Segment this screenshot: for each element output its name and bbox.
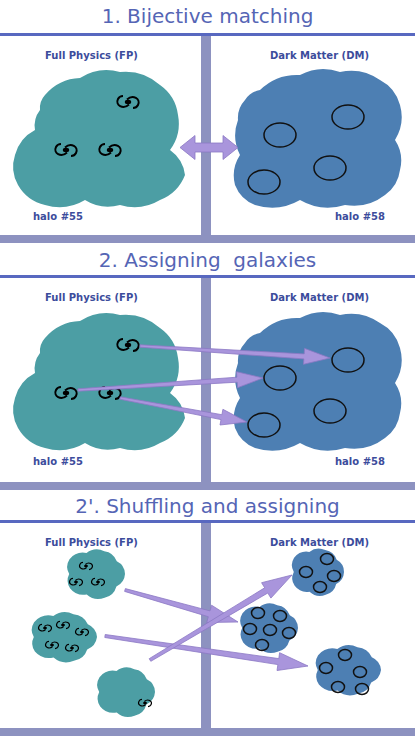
panel-heading: 1. Bijective matching — [0, 0, 415, 33]
halo-cloud — [67, 549, 125, 599]
half-panel: Full Physics (FP) — [0, 523, 201, 728]
assign-arrow — [120, 397, 247, 425]
halo-blob: halo #58 — [238, 312, 405, 470]
galaxy-symbol — [76, 628, 89, 635]
halo-cloud — [234, 312, 402, 451]
subhalo-ellipse — [264, 625, 277, 636]
subhalo-ellipse — [332, 105, 364, 129]
shuffle-arrow — [125, 589, 238, 623]
galaxy-symbol — [55, 387, 76, 399]
column-heading: Full Physics (FP) — [45, 292, 138, 304]
galaxy-symbol — [57, 621, 70, 628]
halo-cloud — [13, 313, 185, 450]
halo-label: halo #58 — [335, 211, 385, 223]
column-heading: Dark Matter (DM) — [270, 537, 369, 549]
matching-arrow — [180, 136, 238, 160]
galaxy-symbol — [99, 144, 120, 156]
half-panel: Dark Matter (DM) — [211, 523, 415, 728]
galaxy-symbol — [139, 699, 152, 706]
column-heading: Full Physics (FP) — [45, 50, 138, 62]
galaxy-symbol — [117, 96, 138, 108]
halo-cloud — [32, 612, 97, 662]
halo-label: halo #55 — [33, 456, 83, 468]
halo-cloud — [97, 667, 155, 717]
subhalo-ellipse — [274, 611, 287, 622]
halo-shape — [10, 312, 180, 470]
panel-heading: 2. Assigning galaxies — [0, 245, 415, 275]
halo-label: halo #58 — [335, 456, 385, 468]
shuffle-arrow — [105, 635, 308, 671]
panel-heading: 2'. Shuffling and assigning — [0, 492, 415, 520]
subhalo-ellipse — [356, 684, 369, 695]
galaxy-symbol — [55, 144, 76, 156]
half-panel: Dark Matter (DM) halo #58 — [211, 278, 415, 482]
subhalo-ellipse — [332, 348, 364, 372]
subhalo-ellipse — [354, 667, 367, 678]
halo-cloud — [234, 69, 402, 208]
half-panel: Dark Matter (DM) halo #58 — [211, 36, 415, 235]
halo-blob: halo #55 — [10, 312, 180, 470]
galaxy-symbol — [92, 578, 105, 585]
column-heading: Dark Matter (DM) — [270, 292, 369, 304]
galaxy-symbol — [117, 339, 138, 351]
panel-band: 1. Bijective matchingFull Physics (FP) ha… — [0, 0, 415, 243]
subhalo-ellipse — [244, 624, 257, 635]
subhalo-ellipse — [314, 399, 346, 423]
half-panel: Full Physics (FP) halo #55 — [0, 278, 201, 482]
panel-band: 2. Assigning galaxiesFull Physics (FP) ha… — [0, 245, 415, 490]
half-panel: Full Physics (FP) halo #55 — [0, 36, 201, 235]
halo-shape — [10, 70, 180, 225]
subhalo-ellipse — [256, 640, 269, 651]
subhalo-ellipse — [321, 554, 334, 565]
galaxy-symbol — [46, 641, 59, 648]
galaxy-symbol — [70, 578, 83, 585]
galaxy-symbol — [80, 562, 93, 569]
column-heading: Full Physics (FP) — [45, 537, 138, 549]
subhalo-ellipse — [252, 608, 265, 619]
subhalo-ellipse — [320, 663, 333, 674]
subhalo-ellipse — [328, 571, 341, 582]
subhalo-ellipse — [264, 123, 296, 147]
halo-blob: halo #58 — [238, 70, 405, 225]
assign-arrow — [78, 372, 263, 392]
subhalo-ellipse — [314, 156, 346, 180]
halo-cloud — [316, 645, 381, 695]
halo-cloud — [240, 603, 298, 653]
halo-cloud — [13, 70, 185, 207]
galaxy-symbol — [66, 644, 79, 651]
assign-arrow — [140, 345, 330, 365]
subhalo-ellipse — [332, 682, 345, 693]
shuffle-arrow — [149, 575, 292, 661]
halo-cloud — [292, 549, 344, 596]
halo-shape — [238, 70, 405, 225]
subhalo-ellipse — [248, 170, 280, 194]
halo-blob: halo #55 — [10, 70, 180, 225]
halo-label: halo #55 — [33, 211, 83, 223]
galaxy-symbol — [99, 387, 120, 399]
subhalo-ellipse — [300, 567, 313, 578]
subhalo-ellipse — [314, 582, 327, 593]
column-heading: Dark Matter (DM) — [270, 50, 369, 62]
subhalo-ellipse — [283, 628, 296, 639]
panel-band: 2'. Shuffling and assigningFull Physics … — [0, 492, 415, 736]
subhalo-ellipse — [264, 366, 296, 390]
subhalo-ellipse — [339, 650, 352, 661]
halo-shape — [238, 312, 405, 470]
galaxy-symbol — [39, 624, 52, 631]
subhalo-ellipse — [248, 413, 280, 437]
